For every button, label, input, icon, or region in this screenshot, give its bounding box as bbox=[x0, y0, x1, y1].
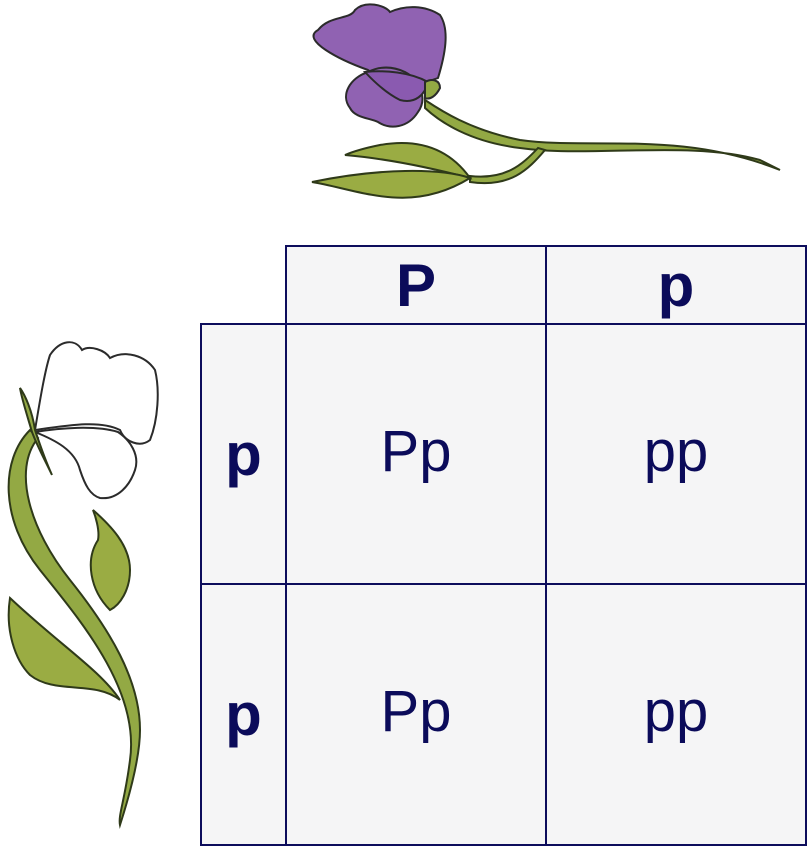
genotype-label: Pp bbox=[380, 419, 452, 484]
genotype-cell-r2c2: pp bbox=[545, 583, 807, 846]
petal bbox=[312, 3, 447, 86]
column-header-2: p bbox=[545, 245, 807, 325]
stem bbox=[424, 98, 781, 171]
petal bbox=[31, 426, 138, 500]
row-header-1-label: p bbox=[225, 420, 262, 488]
row-header-1: p bbox=[200, 323, 287, 585]
leaf bbox=[344, 142, 473, 180]
genotype-label: pp bbox=[643, 419, 709, 484]
genotype-label: pp bbox=[643, 679, 709, 744]
column-header-2-label: p bbox=[657, 251, 695, 319]
calyx bbox=[424, 79, 442, 100]
leaf bbox=[7, 595, 121, 701]
leaf bbox=[89, 509, 132, 612]
genotype-cell-r1c2: pp bbox=[545, 323, 807, 585]
petal bbox=[33, 341, 159, 445]
row-header-2-label: p bbox=[225, 681, 262, 748]
calyx bbox=[19, 387, 53, 476]
column-header-1-label: P bbox=[395, 251, 437, 319]
stem bbox=[7, 428, 142, 829]
row-header-2: p bbox=[200, 583, 287, 846]
genotype-label: Pp bbox=[380, 679, 452, 744]
stem-branch bbox=[469, 146, 547, 185]
genotype-cell-r2c1: Pp bbox=[285, 583, 547, 846]
leaf bbox=[311, 169, 473, 199]
column-header-1: P bbox=[285, 245, 547, 325]
petal bbox=[362, 70, 430, 102]
genotype-cell-r1c1: Pp bbox=[285, 323, 547, 585]
